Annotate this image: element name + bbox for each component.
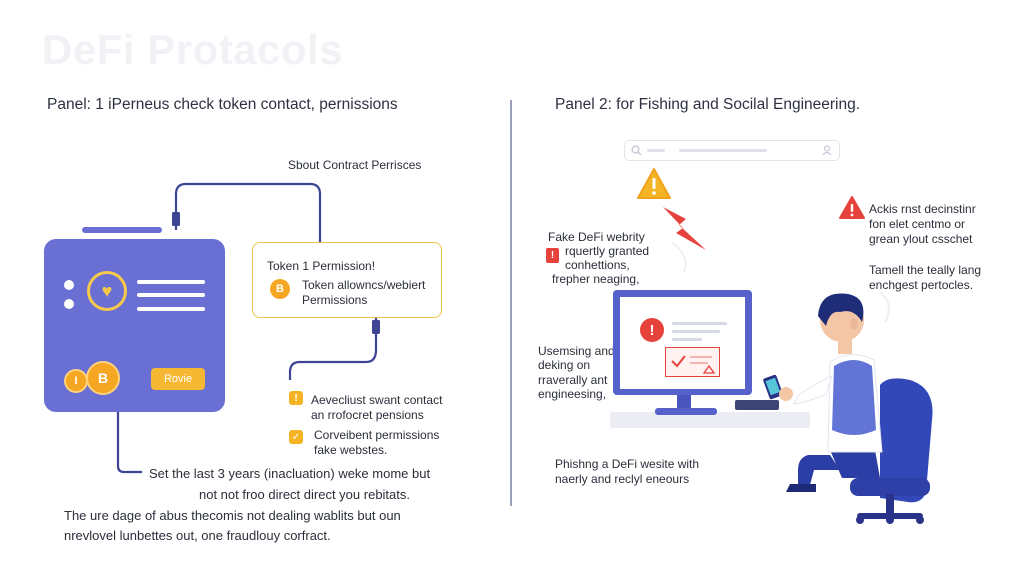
right-note-line1: Tamell the teally lang (869, 263, 982, 277)
note2-line1: The ure dage of abus thecomis not dealin… (64, 508, 401, 523)
fake-site-warning-icon: ! (546, 248, 559, 263)
permission-line-1: Token allowncs/webiert (302, 278, 426, 292)
user-icon (822, 145, 832, 156)
note1-line1: Set the last 3 years (inacluation) weke … (149, 466, 431, 481)
phishing-line1: Phishng a DeFi wesite with (555, 457, 700, 471)
keyboard (735, 400, 779, 410)
fake-contract-doc (665, 347, 720, 377)
lightning-icon (663, 207, 706, 250)
decor-curve-1 (671, 242, 687, 273)
desk (610, 412, 810, 428)
screen-line-3 (672, 338, 702, 341)
right-warn-line1: Ackis rnst decinstinr (869, 202, 976, 216)
warning1-line1: Aevecliust swant contact (311, 393, 443, 407)
wallet-dot-2 (64, 299, 74, 309)
right-warn-line2: fon elet centmo or (869, 217, 966, 231)
person-illustration (763, 293, 933, 524)
wallet-bar-1 (137, 280, 205, 284)
wallet-dot-1 (64, 280, 74, 290)
search-placeholder-line-1 (647, 149, 665, 152)
note2-line2: nrevlovel lunbettes out, one fraudlouy c… (64, 528, 331, 543)
warning1-line2: an rrofocret pensions (311, 408, 424, 422)
heart-icon: ♥ (87, 271, 127, 311)
check-warning-icon (671, 355, 716, 374)
panel1-heading: Panel: 1 iPerneus check token contact, p… (47, 96, 398, 113)
shield-warning-icon: ! (289, 391, 303, 405)
warning2-line1: Corveibent permissions (314, 428, 440, 442)
bitcoin-icon: B (270, 279, 290, 299)
right-note-line2: enchgest pertocles. (869, 278, 974, 292)
screen-line-1 (672, 322, 727, 325)
fake-site-line2: conhettions, (565, 258, 630, 272)
engineering-line4: engineesing, (538, 387, 607, 401)
engineering-line1: Usemsing and (538, 344, 615, 358)
warning2-line2: fake webstes. (314, 443, 388, 457)
connector-wallet-to-contract (174, 182, 322, 242)
search-placeholder-line-2 (679, 149, 767, 152)
permission-line-2: Permissions (302, 293, 368, 307)
phishing-line2: naerly and reclyl eneours (555, 472, 690, 486)
wallet-bar-3 (137, 307, 205, 311)
engineering-line3: rraverally ant (538, 373, 608, 387)
coin-small-icon: I (64, 369, 88, 393)
bitcoin-coin-icon: B (86, 361, 120, 395)
search-bar[interactable] (624, 140, 840, 161)
right-warn-line3: grean ylout csschet (869, 232, 973, 246)
connector-wallet-to-note (116, 412, 142, 474)
note1-line2: not not froo direct direct you rebitats. (199, 487, 410, 502)
alert-triangle-icon (839, 196, 865, 219)
wallet-button[interactable]: Rovie (151, 368, 205, 390)
ghost-title: DeFi Protacols (42, 26, 344, 73)
warning-triangle-icon (637, 168, 671, 199)
connector-box-to-warning (288, 318, 378, 380)
monitor-stand (677, 395, 691, 409)
fake-site-title: Fake DeFi webrity (548, 230, 645, 244)
fake-site-line3: frepher neaging, (552, 272, 640, 286)
screen-line-2 (672, 330, 720, 333)
panel-divider (510, 100, 512, 506)
search-icon (631, 145, 642, 156)
permission-title: Token 1 Permission! (267, 259, 376, 273)
wallet-bar-2 (137, 293, 205, 297)
monitor-base (655, 408, 717, 415)
decor-curve-2 (879, 291, 890, 323)
fake-site-line1: rquertly granted (565, 244, 650, 258)
contract-label: Sbout Contract Perrisces (288, 158, 422, 172)
alert-circle-icon: ! (640, 318, 664, 342)
panel2-heading: Panel 2: for Fishing and Socilal Enginee… (555, 96, 861, 113)
connector-plug-bottom (372, 320, 380, 334)
connector-plug-top (172, 212, 180, 226)
wallet-tab (82, 227, 162, 233)
badge-warning-icon: ✓ (289, 430, 303, 444)
engineering-line2: deking on (538, 358, 591, 372)
